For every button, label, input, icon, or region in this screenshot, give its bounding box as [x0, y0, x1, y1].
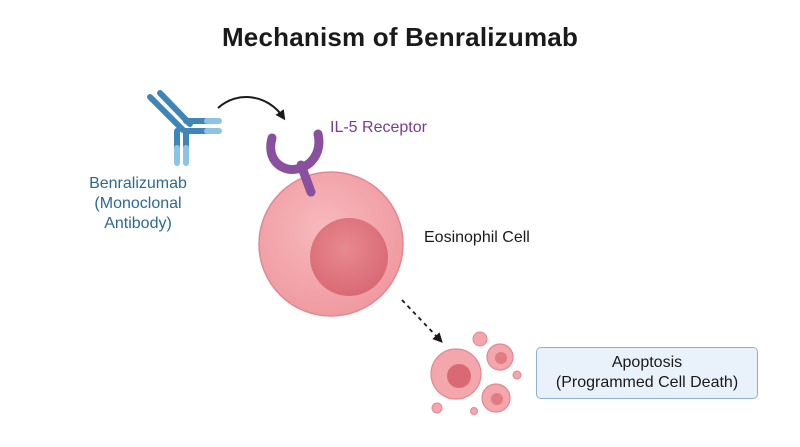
receptor-label: IL-5 Receptor: [330, 119, 427, 136]
receptor-icon: [266, 129, 324, 197]
apoptosis-box: Apoptosis (Programmed Cell Death): [536, 347, 758, 399]
apoptosis-arrow: [401, 299, 443, 343]
binding-arrow: [217, 96, 286, 121]
antibody-label: Benralizumab (Monoclonal Antibody): [70, 174, 206, 234]
page-title: Mechanism of Benralizumab: [221, 22, 579, 52]
antibody-subtitle-line2: Antibody): [104, 215, 172, 232]
cell-label: Eosinophil Cell: [424, 229, 530, 246]
antibody-icon: [147, 90, 222, 166]
apoptosis-subtitle: (Programmed Cell Death): [555, 374, 739, 391]
cell-nucleus: [310, 218, 388, 296]
antibody-subtitle-line1: (Monoclonal: [94, 195, 182, 212]
apoptosis-title: Apoptosis: [611, 354, 683, 371]
antibody-name: Benralizumab: [89, 175, 187, 192]
apoptotic-bodies-icon: [430, 331, 522, 415]
eosinophil-cell-icon: [258, 171, 404, 317]
